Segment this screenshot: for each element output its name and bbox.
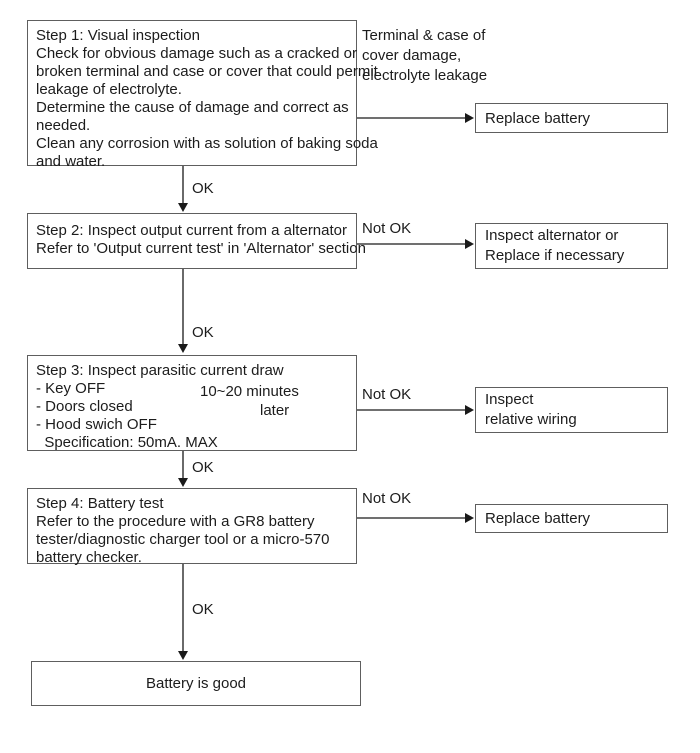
ok-label-1: OK bbox=[192, 180, 214, 197]
ok-label-2: OK bbox=[192, 324, 214, 341]
connector-step2-step3 bbox=[178, 269, 188, 353]
ok-label-4: OK bbox=[192, 601, 214, 618]
not-ok-label-3: Not OK bbox=[362, 490, 412, 507]
step4-box: Step 4: Battery test Refer to the proced… bbox=[27, 488, 357, 566]
bracket-note-line2: later bbox=[260, 402, 290, 419]
battery-is-good-box: Battery is good bbox=[31, 661, 361, 706]
ok-label-3: OK bbox=[192, 459, 214, 476]
step2-box: Step 2: Inspect output current from a al… bbox=[27, 213, 366, 269]
connector-step1-step2 bbox=[178, 166, 188, 212]
connector-step4-replace-battery bbox=[357, 513, 474, 523]
inspect-wiring-box: Inspect relative wiring bbox=[475, 387, 668, 433]
arrow-right-icon bbox=[465, 239, 474, 249]
terminal-case-annotation: Terminal & case of cover damage, electro… bbox=[362, 27, 488, 84]
connector-step3-inspect-wiring bbox=[357, 405, 474, 415]
arrow-down-icon bbox=[178, 651, 188, 660]
replace-battery-top-box: Replace battery bbox=[475, 103, 668, 133]
not-ok-label-2: Not OK bbox=[362, 386, 412, 403]
step3-box: Step 3: Inspect parasitic current draw -… bbox=[27, 355, 357, 451]
arrow-down-icon bbox=[178, 478, 188, 487]
inspect-alternator-box: Inspect alternator or Replace if necessa… bbox=[475, 223, 668, 269]
arrow-right-icon bbox=[465, 405, 474, 415]
arrow-right-icon bbox=[465, 113, 474, 123]
step1-box: Step 1: Visual inspection Check for obvi… bbox=[27, 20, 378, 170]
arrow-right-icon bbox=[465, 513, 474, 523]
arrow-down-icon bbox=[178, 344, 188, 353]
connector-step1-replace-battery bbox=[357, 113, 474, 123]
arrow-down-icon bbox=[178, 203, 188, 212]
connector-step2-inspect-alternator bbox=[357, 239, 474, 249]
connector-step3-step4 bbox=[178, 451, 188, 487]
replace-battery-bottom-box: Replace battery bbox=[475, 504, 668, 533]
bracket-note-line1: 10~20 minutes bbox=[200, 383, 299, 400]
not-ok-label-1: Not OK bbox=[362, 220, 412, 237]
connector-step4-result bbox=[178, 564, 188, 660]
